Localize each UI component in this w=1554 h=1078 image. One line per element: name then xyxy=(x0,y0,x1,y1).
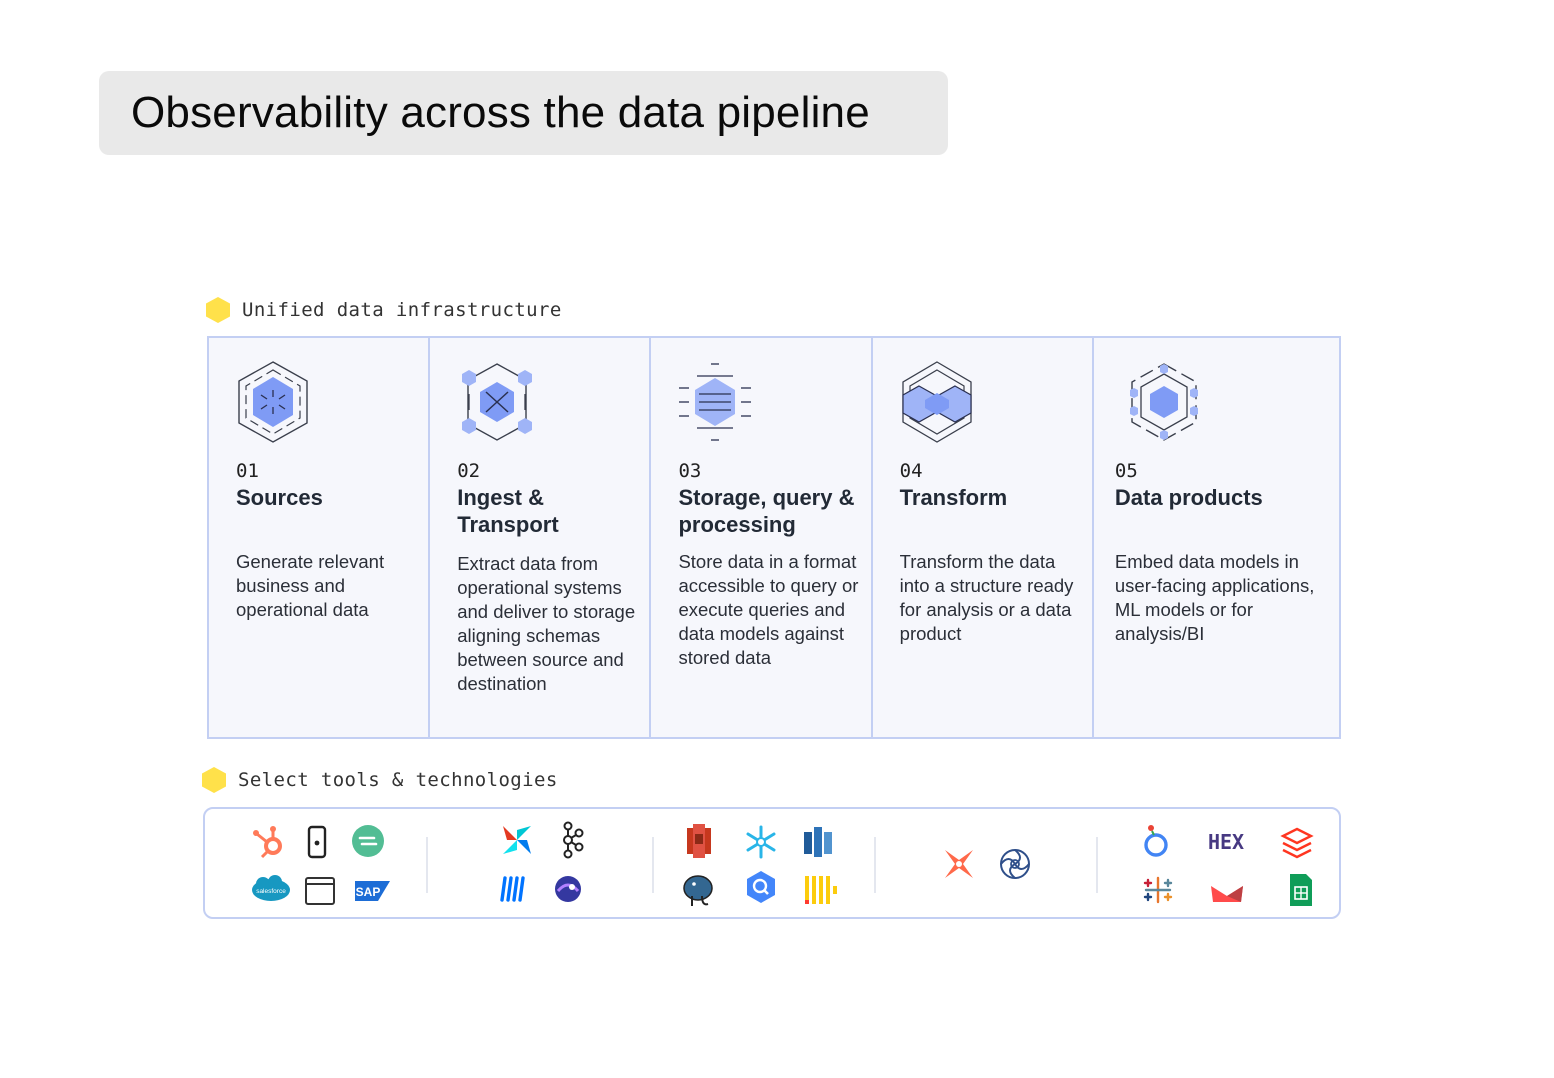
infrastructure-panel: 01 Sources Generate relevant business an… xyxy=(207,336,1341,739)
infrastructure-label: Unified data infrastructure xyxy=(206,297,562,323)
stage-number: 02 xyxy=(457,460,481,482)
stage-data-products: 05 Data products Embed data models in us… xyxy=(1094,338,1339,737)
stage-description: Embed data models in user-facing applica… xyxy=(1114,551,1315,644)
stage-title: Transform xyxy=(899,485,1008,510)
stage-description: Transform the data into a structure read… xyxy=(899,551,1074,644)
stage-description: Generate relevant business and operation… xyxy=(236,551,385,620)
yellow-hexagon-icon xyxy=(206,297,230,323)
group-divider xyxy=(1096,837,1098,893)
svg-text:salesforce: salesforce xyxy=(256,888,286,895)
hex-icon: HEX xyxy=(1208,830,1244,854)
stage-number: 05 xyxy=(1114,460,1138,482)
stage-description: Extract data from operational systems an… xyxy=(457,553,636,694)
svg-text:SAP: SAP xyxy=(356,885,381,899)
hubspot-icon xyxy=(253,826,282,859)
tableau-icon xyxy=(1143,876,1173,904)
sap-icon: SAP xyxy=(355,881,390,901)
web-browser-icon xyxy=(305,877,335,905)
tools-label: Select tools & technologies xyxy=(202,767,558,793)
sources-hex-icon xyxy=(238,361,308,443)
airflow-icon xyxy=(503,826,531,854)
dbt-icon xyxy=(945,850,973,878)
bigquery-icon xyxy=(747,871,775,903)
stage-title: Storage, query & processing xyxy=(678,485,855,537)
svg-text:HEX: HEX xyxy=(1208,830,1244,854)
clickhouse-icon xyxy=(805,876,837,904)
transform-hex-icon xyxy=(902,361,972,443)
stage-number: 01 xyxy=(236,460,259,482)
salesforce-icon: salesforce xyxy=(252,875,290,901)
kafka-icon xyxy=(563,821,584,859)
ingest-hex-icon xyxy=(462,363,533,441)
spark-swirl-icon xyxy=(1000,849,1030,879)
page-title: Observability across the data pipeline xyxy=(131,88,870,137)
google-sheets-icon xyxy=(1290,874,1312,906)
streamlit-icon xyxy=(1211,886,1243,902)
aws-s3-icon xyxy=(687,824,711,858)
looker-icon xyxy=(1144,825,1168,857)
stage-number: 03 xyxy=(678,460,702,482)
data-products-hex-icon xyxy=(1129,363,1198,441)
stage-ingest-transport: 02 Ingest & Transport Extract data from … xyxy=(430,338,652,737)
fivetran-icon xyxy=(500,876,525,902)
storage-hex-icon xyxy=(679,363,752,441)
stage-sources: 01 Sources Generate relevant business an… xyxy=(209,338,431,737)
stage-title: Data products xyxy=(1114,485,1263,510)
stage-number: 04 xyxy=(899,460,923,482)
tools-panel: salesforce SAP xyxy=(203,807,1341,919)
postgresql-icon xyxy=(683,875,713,906)
snowflake-icon xyxy=(746,825,776,859)
stage-title: Ingest & Transport xyxy=(457,485,559,537)
meltano-icon xyxy=(555,876,581,902)
infrastructure-label-text: Unified data infrastructure xyxy=(242,299,562,321)
stage-title: Sources xyxy=(236,485,323,510)
group-divider xyxy=(652,837,654,893)
tools-label-text: Select tools & technologies xyxy=(238,769,558,791)
mobile-app-icon xyxy=(307,825,327,859)
stage-transform: 04 Transform Transform the data into a s… xyxy=(873,338,1094,737)
group-divider xyxy=(426,837,428,893)
stage-description: Store data in a format accessible to que… xyxy=(678,551,859,668)
segment-icon xyxy=(352,825,384,857)
yellow-hexagon-icon xyxy=(202,767,226,793)
redshift-icon xyxy=(804,827,832,857)
stage-storage-query: 03 Storage, query & processing Store dat… xyxy=(651,338,873,737)
databricks-icon xyxy=(1280,827,1314,859)
title-banner: Observability across the data pipeline xyxy=(99,71,948,155)
group-divider xyxy=(874,837,876,893)
